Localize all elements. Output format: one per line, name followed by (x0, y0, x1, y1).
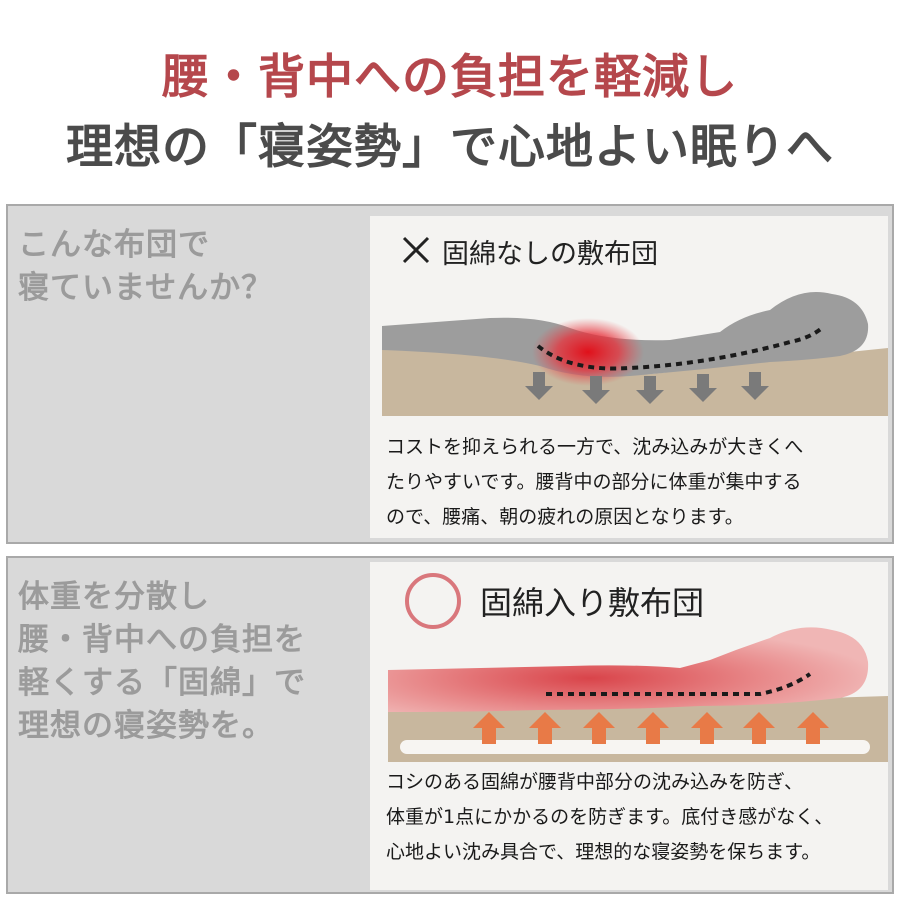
side-question: こんな布団で 寝ていませんか？ (18, 224, 273, 310)
back-pain-highlight (532, 318, 644, 386)
side-message: 体重を分散し 腰・背中への負担を 軽くする「固綿」で 理想の寝姿勢を。 (18, 576, 306, 748)
body-silhouette (382, 292, 869, 377)
x-mark-icon (402, 236, 430, 264)
sagging-body-illustration (382, 292, 888, 416)
illustration-title: 固綿入り敷布団 (480, 584, 705, 622)
illustration-card: 固綿入り敷布団 (370, 562, 888, 890)
body-silhouette (388, 627, 869, 712)
firm-cotton-layer (400, 740, 870, 754)
headline-line-1: 腰・背中への負担を軽減し (162, 50, 738, 105)
description-line: 体重が1点にかかるのを防ぎます。底付き感がなく、 (386, 806, 834, 828)
headline-line-2: 理想の「寝姿勢」で心地よい眠りへ (66, 120, 834, 175)
comparison-panel-bad: こんな布団で 寝ていませんか？ 固綿なしの敷布団 (6, 204, 894, 544)
spine-line (546, 672, 812, 696)
side-text-line: 理想の寝姿勢を。 (18, 708, 274, 744)
side-text-line: 腰・背中への負担を (18, 622, 306, 658)
description-line: コシのある固綿が腰背中部分の沈み込みを防ぎ、 (386, 771, 804, 793)
spine-line (536, 326, 824, 371)
up-arrows (473, 712, 829, 744)
supported-body-illustration (388, 627, 888, 762)
description-line: ので、腰痛、朝の疲れの原因となります。 (386, 506, 744, 528)
side-text-line: 体重を分散し (18, 579, 210, 615)
side-text-line: こんな布団で (18, 227, 210, 263)
illustration-description: コストを抑えられる一方で、沈み込みが大きくへ たりやすいです。腰背中の部分に体重… (386, 430, 886, 535)
side-text-line: 寝ていませんか？ (18, 270, 274, 306)
mattress-shape (382, 348, 888, 416)
illustration-description: コシのある固綿が腰背中部分の沈み込みを防ぎ、 体重が1点にかかるのを防ぎます。底… (386, 765, 886, 870)
illustration-title: 固綿なしの敷布団 (442, 239, 658, 270)
illustration-card: 固綿なしの敷布団 (370, 216, 888, 538)
down-arrows (525, 372, 769, 404)
side-text-line: 軽くする「固綿」で (18, 665, 306, 701)
description-line: コストを抑えられる一方で、沈み込みが大きくへ (386, 436, 804, 458)
comparison-panel-good: 体重を分散し 腰・背中への負担を 軽くする「固綿」で 理想の寝姿勢を。 固綿入り… (6, 556, 894, 894)
circle-mark-icon (405, 573, 461, 629)
description-line: たりやすいです。腰背中の部分に体重が集中する (386, 471, 802, 493)
description-line: 心地よい沈み具合で、理想的な寝姿勢を保ちます。 (386, 841, 821, 863)
